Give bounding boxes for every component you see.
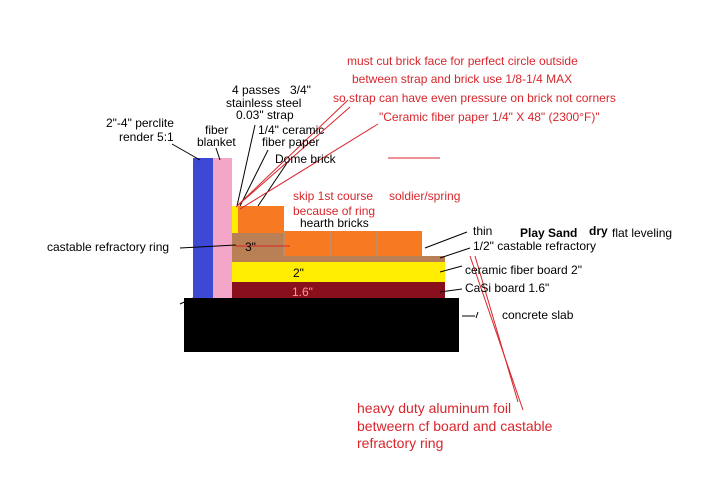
castable-half-inch-label: 1/2" castable refractory xyxy=(473,239,596,253)
hearth-brick xyxy=(284,231,330,256)
cf-board-thickness-label: 2" xyxy=(293,266,304,280)
passes-label: 4 passes xyxy=(232,83,281,97)
foil-note-line-1: heavy duty aluminum foil xyxy=(357,400,512,416)
soldier-spring-label: soldier/spring xyxy=(389,189,461,203)
foil-note-line-2: betweern cf board and castable xyxy=(357,418,553,434)
fiber-blanket-label-1: fiber xyxy=(205,123,229,137)
dome-brick-label: Dome brick xyxy=(275,152,336,166)
perlite-render-layer xyxy=(193,158,213,298)
thin-label: thin xyxy=(473,224,493,238)
concrete-slab-label: concrete slab xyxy=(502,308,574,322)
fiber-blanket-label-2: blanket xyxy=(197,135,236,149)
cut-note-line-1: must cut brick face for perfect circle o… xyxy=(347,54,578,68)
ceramic-paper-spec: "Ceramic fiber paper 1/4" X 48" (2300°F)… xyxy=(379,110,600,124)
hearth-brick xyxy=(377,231,422,256)
casi-thickness-label: 1.6" xyxy=(292,285,313,299)
hearth-bricks-label: hearth bricks xyxy=(300,216,369,230)
ceramic-paper-label-1: 1/4" ceramic xyxy=(258,123,325,137)
dry-label: dry xyxy=(589,224,608,238)
castable-refractory-layer xyxy=(284,256,445,262)
castable-refractory-ring xyxy=(232,233,284,262)
ring-thickness-label: 3" xyxy=(245,240,256,254)
castable-ring-label: castable refractory ring xyxy=(47,240,170,254)
skip-course-label-2: because of ring xyxy=(293,204,376,218)
fiber-blanket-layer xyxy=(213,158,232,298)
strap-label: 0.03" strap xyxy=(236,108,294,122)
dome-brick xyxy=(238,206,284,233)
foil-note-line-3: refractory ring xyxy=(357,435,444,451)
perlite-label-2: render 5:1 xyxy=(119,130,174,144)
strap-width-label: 3/4" xyxy=(290,83,311,97)
flat-leveling-label: flat leveling xyxy=(612,226,673,240)
skip-course-label-1: skip 1st course xyxy=(293,189,374,203)
concrete-slab xyxy=(184,298,459,352)
ceramic-paper-label-2: fiber paper xyxy=(262,135,320,149)
casi-board-layer xyxy=(232,282,445,298)
stainless-label: stainless steel xyxy=(226,96,302,110)
casi-board-label: CaSi board 1.6" xyxy=(465,281,550,295)
ceramic-fiber-paper-strip xyxy=(232,206,238,233)
perlite-label-1: 2"-4" perclite xyxy=(106,116,174,130)
ceramic-fiber-board-layer xyxy=(232,262,445,282)
play-sand-label: Play Sand xyxy=(520,226,578,240)
hearth-brick xyxy=(330,231,377,256)
cut-note-line-3: so strap can have even pressure on brick… xyxy=(333,91,616,105)
ceramic-fiber-board-label: ceramic fiber board 2" xyxy=(465,263,582,277)
cut-note-line-2: between strap and brick use 1/8-1/4 MAX xyxy=(352,72,573,86)
